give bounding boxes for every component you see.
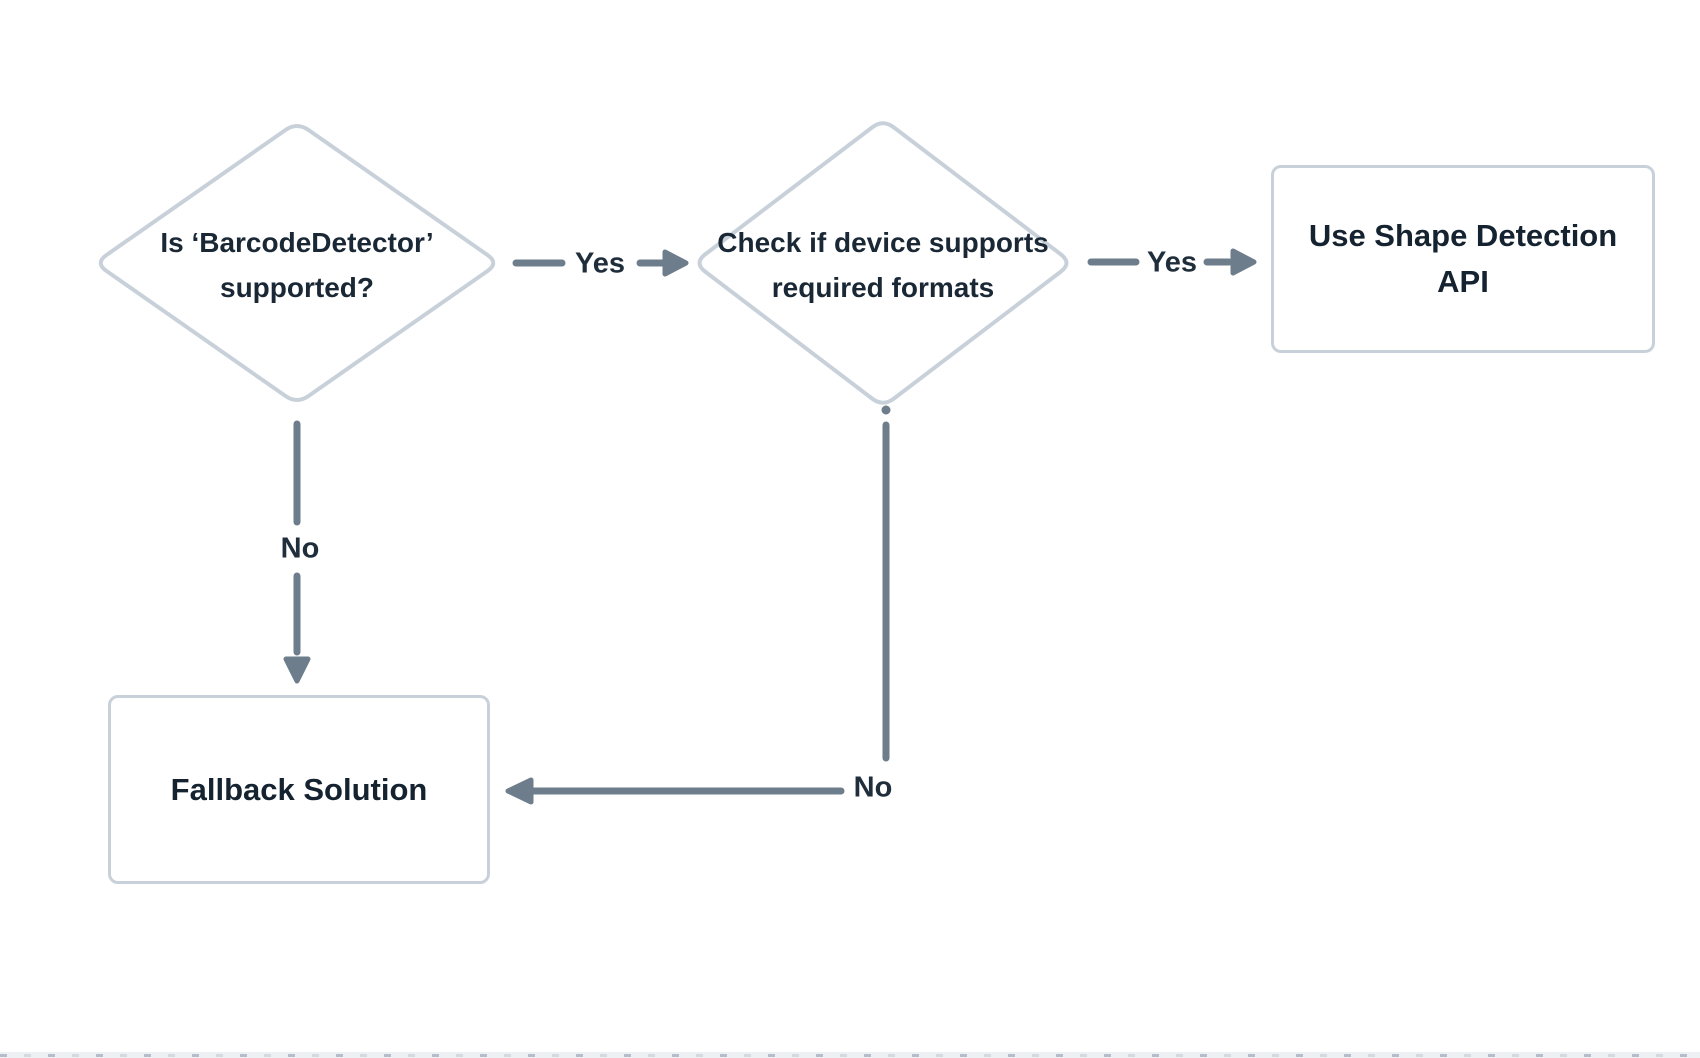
arrowhead-right-icon	[1230, 248, 1257, 276]
edge-label-no-1: No	[280, 532, 320, 565]
label-line: API	[1437, 264, 1489, 299]
label-line: required formats	[771, 272, 995, 303]
label-line: Is ‘BarcodeDetector’	[160, 227, 434, 258]
arrowhead-right-icon	[662, 249, 689, 277]
edge-label-yes-2: Yes	[1147, 246, 1197, 279]
label-line: Check if device supports	[717, 227, 1049, 258]
process-node-shape-detection-api-label: Use Shape Detection API	[1309, 213, 1617, 305]
bottom-dashed-strip-pattern	[0, 1054, 1700, 1057]
decision-node-formats-shape	[697, 121, 1069, 405]
arrowhead-down-icon	[283, 656, 311, 684]
edge-label-no-2: No	[853, 771, 893, 804]
bottom-dashed-strip	[0, 1052, 1700, 1058]
label-line: Use Shape Detection	[1308, 218, 1618, 253]
process-node-shape-detection-api: Use Shape Detection API	[1271, 165, 1655, 353]
process-node-fallback-solution: Fallback Solution	[108, 695, 490, 884]
decision-node-barcode-supported-label: Is ‘BarcodeDetector’ supported?	[160, 220, 433, 310]
edge-label-yes-1: Yes	[575, 247, 625, 280]
process-node-fallback-solution-label: Fallback Solution	[170, 771, 428, 807]
decision-node-formats-label: Check if device supports required format…	[717, 220, 1048, 310]
decision-node-barcode-supported-shape	[98, 124, 496, 402]
arrowhead-left-icon	[505, 777, 534, 805]
edge-start-dot	[881, 405, 891, 415]
label-line: supported?	[219, 272, 374, 303]
